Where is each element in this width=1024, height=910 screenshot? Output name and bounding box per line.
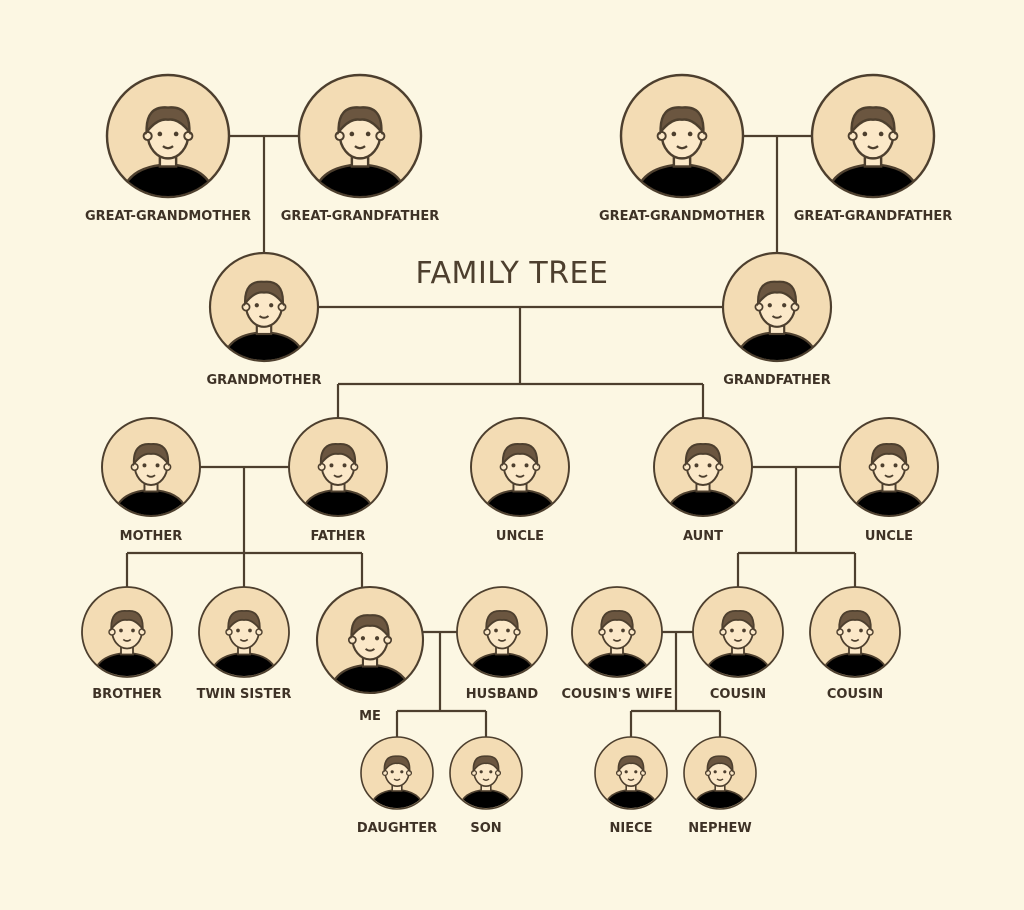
daughter-avatar-icon [360, 736, 434, 810]
cousin-avatar-icon [809, 586, 901, 678]
great-grandfather-avatar-icon [297, 73, 423, 199]
member-label: AUNT [683, 529, 723, 544]
member-label: MOTHER [120, 529, 183, 544]
member-node-son: SON [449, 736, 523, 836]
member-label: BROTHER [92, 687, 162, 702]
father-avatar-icon [288, 417, 388, 517]
member-node-daughter: DAUGHTER [357, 736, 437, 836]
cousin-avatar-icon [692, 586, 784, 678]
member-label: UNCLE [496, 529, 544, 544]
connector-line-3 [318, 305, 723, 384]
member-label: NIECE [609, 821, 652, 836]
member-label: GRANDMOTHER [206, 373, 321, 388]
member-label: NEPHEW [688, 821, 751, 836]
member-label: ME [359, 709, 381, 724]
cousins-wife-avatar-icon [571, 586, 663, 678]
connector-line-6 [125, 551, 364, 592]
great-grandmother-avatar-icon [105, 73, 231, 199]
uncle-avatar-icon [470, 417, 570, 517]
nephew-avatar-icon [683, 736, 757, 810]
connector-lines [125, 134, 857, 737]
member-node-ggf1: GREAT-GRANDFATHER [281, 73, 439, 224]
member-node-uncle2: UNCLE [839, 417, 939, 544]
member-label: TWIN SISTER [197, 687, 292, 702]
member-node-cousin2: COUSIN [809, 586, 901, 702]
connector-line-12 [629, 709, 722, 737]
member-node-mother: MOTHER [101, 417, 201, 544]
connector-line-7 [752, 465, 840, 553]
connector-line-2 [743, 134, 812, 253]
great-grandfather-avatar-icon [810, 73, 936, 199]
member-label: COUSIN [827, 687, 883, 702]
son-avatar-icon [449, 736, 523, 810]
me-avatar-icon [315, 585, 425, 695]
uncle-avatar-icon [839, 417, 939, 517]
mother-avatar-icon [101, 417, 201, 517]
member-node-husband: HUSBAND [456, 586, 548, 702]
member-label: UNCLE [865, 529, 913, 544]
member-node-cwife: COUSIN'S WIFE [561, 586, 673, 702]
member-label: COUSIN'S WIFE [561, 687, 672, 702]
member-node-ggm2: GREAT-GRANDMOTHER [599, 73, 765, 224]
member-label: DAUGHTER [357, 821, 437, 836]
member-label: GREAT-GRANDMOTHER [85, 209, 251, 224]
member-node-ggm1: GREAT-GRANDMOTHER [85, 73, 251, 224]
member-node-grandmother: GRANDMOTHER [206, 251, 322, 388]
member-node-cousin1: COUSIN [692, 586, 784, 702]
connector-line-9 [423, 630, 457, 711]
grandmother-avatar-icon [208, 251, 320, 363]
connector-line-4 [336, 382, 705, 418]
member-node-me: ME [315, 585, 425, 724]
member-label: GREAT-GRANDMOTHER [599, 209, 765, 224]
aunt-avatar-icon [653, 417, 753, 517]
member-label: COUSIN [710, 687, 766, 702]
connector-line-10 [395, 709, 488, 737]
member-label: GREAT-GRANDFATHER [794, 209, 952, 224]
member-node-brother: BROTHER [81, 586, 173, 702]
member-label: FATHER [310, 529, 365, 544]
niece-avatar-icon [594, 736, 668, 810]
member-node-aunt: AUNT [653, 417, 753, 544]
member-node-ggf2: GREAT-GRANDFATHER [794, 73, 952, 224]
diagram-title: FAMILY TREE [416, 256, 609, 291]
member-label: HUSBAND [466, 687, 539, 702]
grandfather-avatar-icon [721, 251, 833, 363]
member-label: GREAT-GRANDFATHER [281, 209, 439, 224]
twin-sister-avatar-icon [198, 586, 290, 678]
member-label: GRANDFATHER [723, 373, 831, 388]
member-node-niece: NIECE [594, 736, 668, 836]
member-node-uncle1: UNCLE [470, 417, 570, 544]
great-grandmother-avatar-icon [619, 73, 745, 199]
member-node-grandfather: GRANDFATHER [721, 251, 833, 388]
member-label: SON [470, 821, 501, 836]
connector-line-8 [736, 551, 857, 587]
member-node-nephew: NEPHEW [683, 736, 757, 836]
member-node-twin: TWIN SISTER [197, 586, 292, 702]
husband-avatar-icon [456, 586, 548, 678]
member-node-father: FATHER [288, 417, 388, 544]
connector-line-5 [200, 465, 289, 587]
member-nodes: GREAT-GRANDMOTHER GREAT-GRANDFATHER GREAT-… [81, 73, 952, 836]
connector-line-1 [229, 134, 299, 253]
connector-line-11 [662, 630, 693, 711]
brother-avatar-icon [81, 586, 173, 678]
